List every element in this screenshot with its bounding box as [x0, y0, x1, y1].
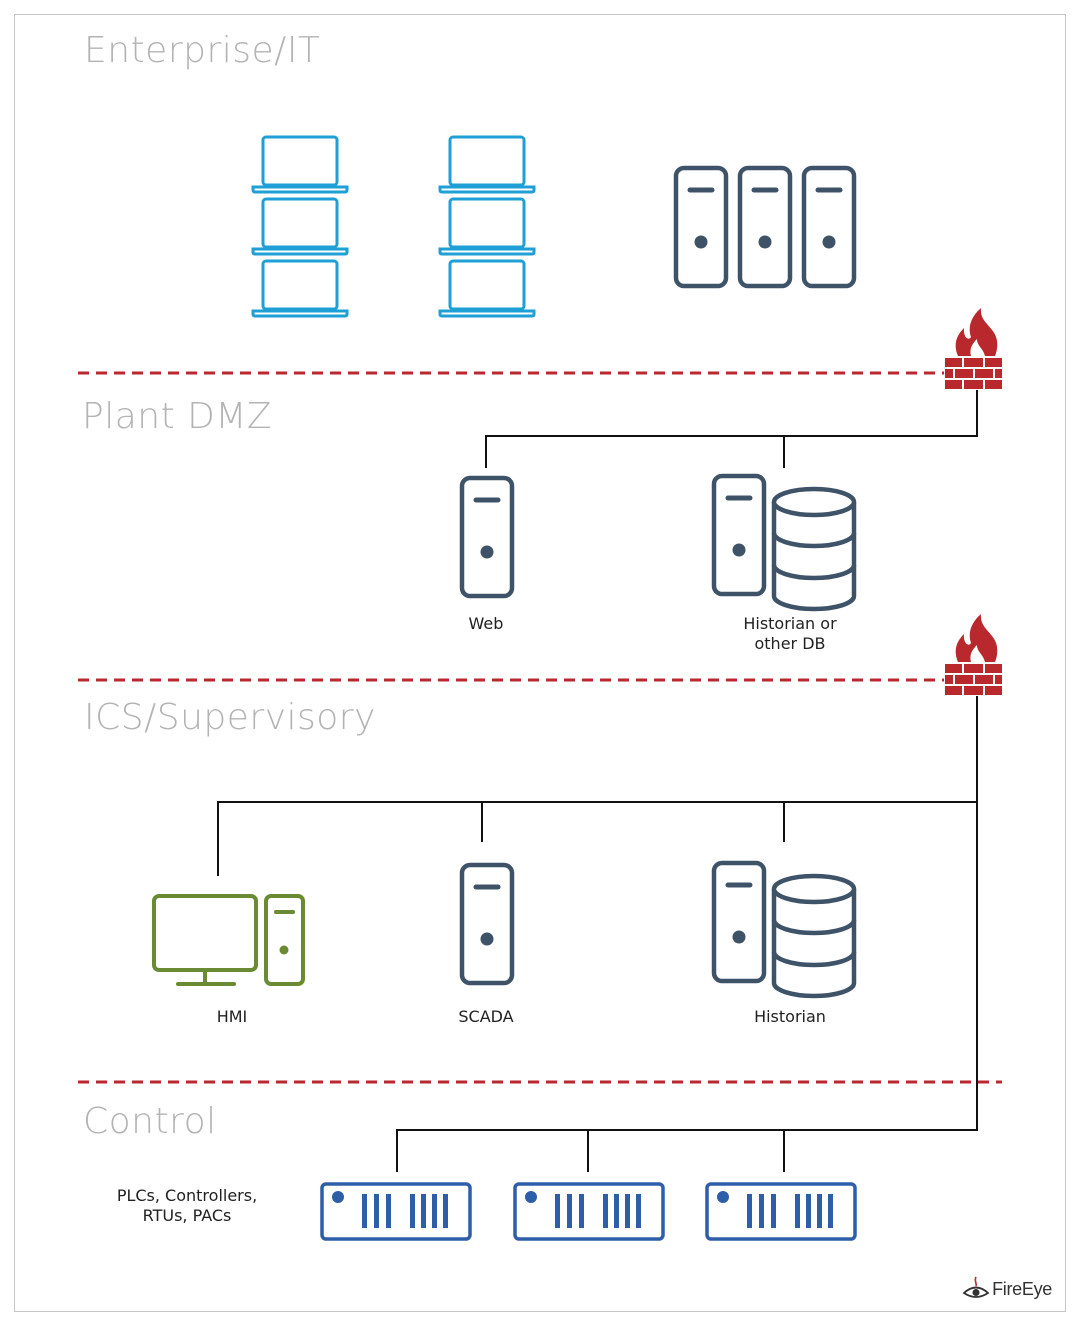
historian-db-label-line2: other DB [754, 634, 826, 653]
laptop-icon [251, 135, 349, 194]
plcs-label-line2: RTUs, PACs [142, 1206, 232, 1225]
database-icon [774, 489, 854, 609]
plc-device-icon [705, 1182, 857, 1241]
firewall-icon [945, 614, 1002, 695]
plc-device-icon [513, 1182, 665, 1241]
laptop-icon [251, 197, 349, 256]
laptop-icon [438, 259, 536, 318]
plcs-label-line1: PLCs, Controllers, [116, 1186, 258, 1205]
brand-name: FireEye [992, 1278, 1052, 1299]
database-icon [774, 876, 854, 996]
laptop-icon [251, 259, 349, 318]
server-icon [714, 476, 764, 594]
web-label: Web [468, 614, 504, 633]
historian-db-label-line1: Historian or [743, 614, 837, 633]
server-icon [714, 863, 764, 981]
zone-title-control: Control [83, 1101, 217, 1142]
server-icon [676, 168, 726, 286]
fireeye-logo: FireEye [962, 1276, 1052, 1302]
historian-label: Historian [754, 1007, 826, 1026]
dmz-network-lines [485, 390, 978, 468]
web-server-icon [462, 478, 512, 596]
eye-flame-icon [962, 1276, 990, 1298]
scada-server-icon [462, 865, 512, 983]
laptop-icon [438, 197, 536, 256]
desktop-computer-icon [152, 894, 305, 986]
laptop-icon [438, 135, 536, 194]
zone-title-ics: ICS/Supervisory [84, 697, 376, 738]
server-icon [804, 168, 854, 286]
plc-device-icon [320, 1182, 472, 1241]
hmi-label: HMI [216, 1007, 248, 1026]
zone-title-enterprise: Enterprise/IT [84, 30, 321, 71]
zone-title-dmz: Plant DMZ [82, 396, 273, 437]
firewall-icon [945, 308, 1002, 389]
server-icon [740, 168, 790, 286]
ics-network-lines [217, 696, 978, 1172]
diagram-frame [14, 14, 1066, 1312]
scada-label: SCADA [458, 1007, 514, 1026]
